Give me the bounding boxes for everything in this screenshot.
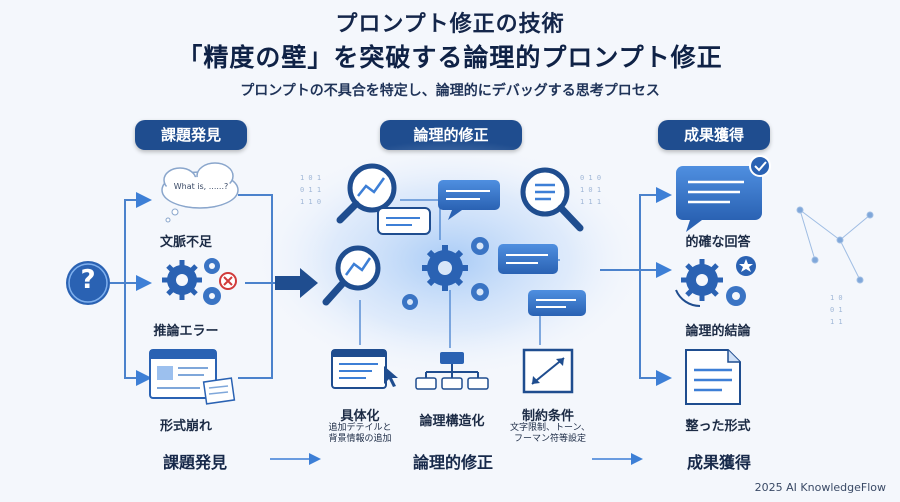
- question-icon: [66, 261, 110, 305]
- gear-icon: [471, 237, 489, 255]
- chat-bubble-icon: [438, 180, 500, 220]
- stage-pill-discovery: 課題発見: [135, 120, 247, 150]
- chat-bubble-icon: [498, 244, 558, 274]
- page-subtitle: プロンプトの不具合を特定し、論理的にデバッグする思考プロセス: [240, 83, 660, 99]
- cloud-text: What is, ......?: [173, 182, 229, 191]
- stage-pill-result: 成果獲得: [658, 120, 770, 150]
- result-label-answer: 的確な回答: [685, 235, 751, 250]
- thought-cloud-icon: [161, 162, 239, 223]
- gear-error-icon: [162, 258, 237, 305]
- svg-text:0 1 1: 0 1 1: [300, 186, 321, 194]
- method-desc-specific-1: 追加デテイルと: [328, 423, 392, 433]
- footer-credit: 2025 AI KnowledgeFlow: [754, 481, 886, 494]
- network-decoration: [796, 206, 874, 284]
- method-label-structure: 論理構造化: [419, 414, 485, 429]
- svg-text:1 0 1: 1 0 1: [300, 174, 321, 182]
- problem-label-context: 文脈不足: [159, 235, 212, 250]
- method-label-constraints: 制約条件: [521, 409, 574, 424]
- svg-text:1 0: 1 0: [830, 294, 843, 302]
- svg-text:1 1 0: 1 1 0: [300, 198, 321, 206]
- magnifier-document-icon: [520, 167, 584, 232]
- problem-label-format: 形式崩れ: [159, 419, 212, 434]
- binary-pattern: 1 0 1 0 1 1 1 1 0 0 1 0 1 0 1 1 1 1 1 0 0 1 1 …: [300, 174, 843, 326]
- chat-bubble-icon: [377, 207, 431, 235]
- gear-icon: [471, 283, 489, 301]
- result-label-format: 整った形式: [685, 419, 751, 434]
- hierarchy-icon: [415, 352, 489, 390]
- broken-format-icon: [149, 349, 236, 405]
- svg-text:1 0 1: 1 0 1: [580, 186, 601, 194]
- page-title: プロンプト修正の技術: [335, 12, 565, 37]
- bottom-stage-correction: 論理的修正: [412, 453, 493, 472]
- svg-text:0 1 0: 0 1 0: [580, 174, 601, 182]
- method-desc-constraints-1: 文字限制、トーン、: [509, 423, 590, 433]
- gear-icon: [422, 245, 468, 291]
- method-label-specific: 具体化: [340, 409, 380, 424]
- magnifier-analysis-icon: [322, 245, 381, 306]
- document-icon: [685, 349, 741, 405]
- gear-icon: [402, 294, 418, 310]
- chat-bubble-icon: [528, 290, 586, 316]
- bottom-stage-result: 成果獲得: [686, 453, 751, 472]
- svg-text:1 1 1: 1 1 1: [580, 198, 601, 206]
- resize-frame-icon: [522, 348, 574, 394]
- bottom-stage-discovery: 課題発見: [162, 453, 227, 472]
- document-cursor-icon: [331, 349, 398, 389]
- flow-arrow-in: [275, 268, 318, 298]
- problem-label-reasoning: 推論エラー: [153, 324, 219, 339]
- method-desc-constraints-2: フーマン符等設定: [513, 434, 586, 444]
- magnifier-chart-icon: [336, 163, 397, 224]
- result-label-conclusion: 論理的結論: [685, 324, 751, 339]
- check-message-icon: [676, 155, 771, 232]
- question-mark: ?: [80, 265, 96, 295]
- svg-text:1 1: 1 1: [830, 318, 843, 326]
- page-headline: 「精度の壁」を突破する論理的プロンプト修正: [177, 43, 723, 72]
- gear-star-icon: [675, 256, 756, 307]
- method-desc-specific-2: 背景情報の追加: [328, 434, 392, 444]
- svg-text:0 1: 0 1: [830, 306, 843, 314]
